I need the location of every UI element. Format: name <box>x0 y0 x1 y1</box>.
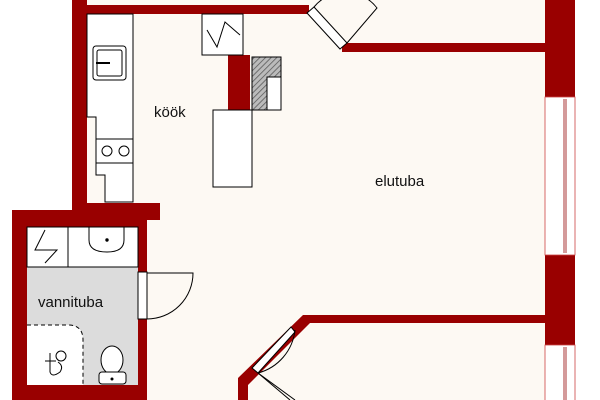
chimney-icon <box>251 56 282 111</box>
room-label-bathroom: vannituba <box>38 294 104 311</box>
door-swing-icon[interactable] <box>137 271 194 320</box>
shower-icon <box>45 350 67 376</box>
shower-area <box>27 325 83 385</box>
window-icon <box>544 96 576 400</box>
floor-area <box>87 0 545 400</box>
sink-icon <box>92 45 127 81</box>
room-label-living-room: elutuba <box>375 173 425 190</box>
door-swing-icon[interactable] <box>306 0 378 50</box>
kitchen-island <box>212 109 253 188</box>
electric-panel-icon <box>201 13 244 56</box>
stove-icon <box>96 138 133 164</box>
room-label-kitchen: köök <box>154 104 186 121</box>
washbasin-icon <box>88 227 125 253</box>
walls <box>12 0 575 400</box>
door-swing-icon[interactable] <box>251 326 296 400</box>
electric-heater-icon <box>34 229 59 264</box>
toilet-icon <box>98 345 127 385</box>
